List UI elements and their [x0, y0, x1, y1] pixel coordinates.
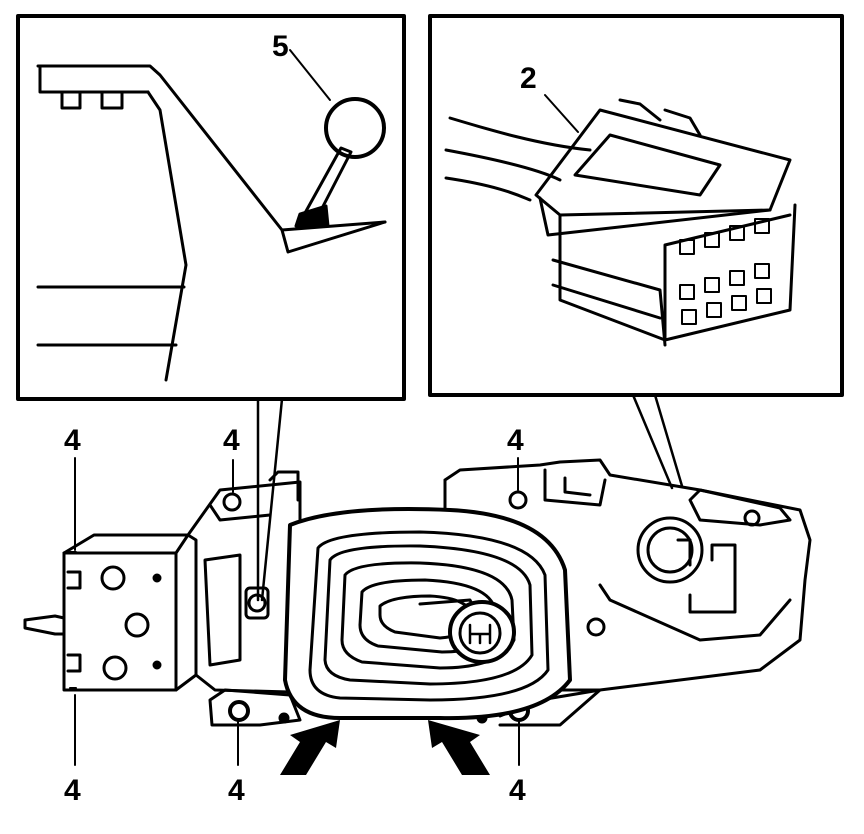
connector-top-housing	[534, 108, 792, 217]
callout-bolt-top-mid: 4	[223, 424, 240, 457]
boot-ring-1	[308, 530, 550, 702]
connector-body-ribs	[551, 258, 667, 347]
pivot-bolt	[247, 593, 267, 613]
lever-knob	[324, 97, 386, 159]
connector-socket-bracket	[688, 543, 737, 614]
callout-lever: 5	[272, 30, 289, 63]
callout-bolt-plate-top: 4	[64, 424, 81, 457]
housing-screw-mid	[586, 617, 606, 637]
shifter-assembly	[23, 458, 812, 775]
housing-base-lines	[36, 285, 186, 347]
lever-detail-panel	[16, 14, 406, 401]
lever-leader-line	[289, 49, 331, 101]
bolt-top-left	[222, 492, 242, 512]
housing-left-detail	[203, 503, 272, 667]
cable-end	[23, 614, 66, 636]
bolt-bottom-left	[228, 700, 250, 722]
bolt-top-right	[508, 490, 528, 510]
leader-ticks	[69, 551, 77, 689]
housing-side-curve	[146, 90, 188, 382]
boot-outer	[283, 507, 572, 721]
callout-bolt-plate-bottom: 4	[64, 774, 81, 807]
connector-detail-pointer	[631, 393, 684, 490]
callout-bolt-top-right: 4	[507, 424, 524, 457]
connector-detail-panel	[428, 14, 844, 397]
callout-bolt-bottom-right: 4	[509, 774, 526, 807]
connector-socket-key	[676, 538, 692, 567]
callout-bolt-bottom-mid: 4	[228, 774, 245, 807]
plate-bolt-3	[102, 655, 128, 681]
lever-detail-frame	[16, 14, 406, 401]
plate-bolt-1	[100, 565, 126, 591]
arrow-icon	[280, 720, 340, 775]
connector-socket	[636, 516, 704, 584]
shift-pattern-icon	[468, 623, 492, 645]
lever-base-plate	[280, 220, 387, 254]
plate-tabs	[66, 570, 82, 673]
arrow-icon	[428, 720, 490, 775]
lever-shaft	[303, 146, 353, 218]
lever-housing-edge	[38, 64, 150, 94]
plate-rivet-2	[152, 660, 162, 670]
mounting-plate-depth	[62, 533, 198, 692]
connector-lip	[538, 196, 772, 237]
plate-rivet-1	[152, 573, 162, 583]
housing-clips	[60, 90, 124, 110]
connector-socket-inner	[646, 526, 694, 574]
connector-face-edge	[663, 213, 792, 342]
lever-detail-pointer	[256, 397, 284, 602]
housing-left-tab	[268, 470, 300, 502]
shift-knob-badge	[458, 611, 502, 655]
pivot-bracket	[244, 586, 270, 620]
connector-top-face	[573, 133, 722, 197]
housing-bolt-right	[743, 509, 761, 527]
housing-right-ridge	[598, 583, 792, 642]
callout-connector: 2	[520, 62, 537, 95]
connector-wires	[444, 116, 592, 202]
connector-leader-line	[544, 94, 579, 133]
housing-right-lip	[688, 488, 792, 527]
connector-detail-frame	[428, 14, 844, 397]
boot-ring-2	[323, 544, 534, 686]
connector-terminals	[679, 218, 772, 325]
callout-leaders	[69, 457, 520, 766]
plate-bolt-2	[124, 612, 150, 638]
housing-right-tab	[543, 468, 607, 507]
connector-latch	[618, 98, 702, 137]
